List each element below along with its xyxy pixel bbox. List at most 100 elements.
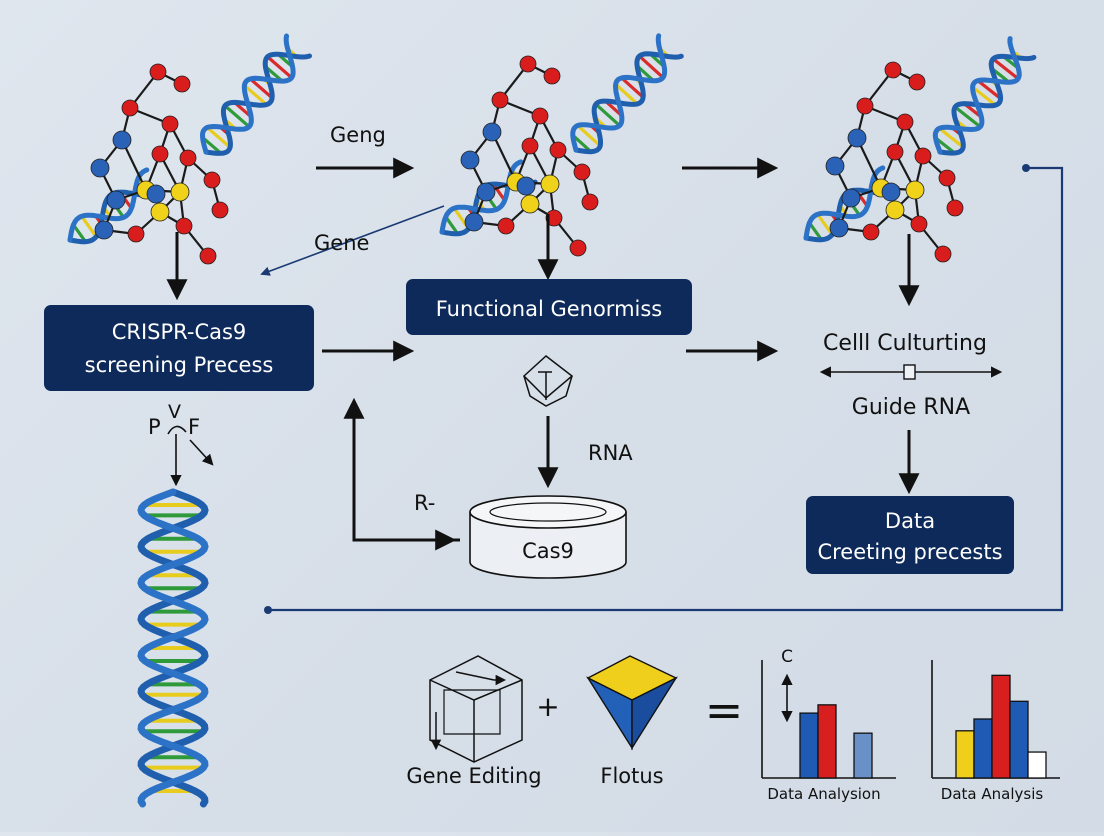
crispr-box-line2: screening Precess bbox=[85, 353, 274, 377]
double-arrow-slider bbox=[819, 364, 1003, 380]
pvf-v: V bbox=[168, 401, 181, 423]
dna-rung bbox=[954, 105, 982, 129]
molecule-atom bbox=[149, 63, 167, 81]
cas9-cylinder: Cas9 bbox=[469, 495, 627, 579]
label-flotus: Flotus bbox=[600, 764, 663, 788]
dna-rung bbox=[223, 104, 251, 128]
molecule-3 bbox=[825, 61, 964, 263]
molecule-atom bbox=[540, 174, 560, 194]
molecule-dna-cluster-right bbox=[803, 36, 1037, 263]
molecule-atom bbox=[910, 215, 928, 233]
dna-strand bbox=[137, 488, 209, 808]
molecule-atom bbox=[211, 201, 229, 219]
crispr-box-line1: CRISPR-Cas9 bbox=[112, 320, 247, 344]
molecule-dna-cluster-center bbox=[439, 33, 684, 257]
dna-rung bbox=[594, 102, 621, 127]
molecule-atom bbox=[146, 184, 166, 204]
molecule-atom bbox=[161, 115, 179, 133]
dna-helix-upper-3 bbox=[932, 36, 1037, 156]
molecule-atom bbox=[520, 194, 540, 214]
molecule-atom bbox=[112, 130, 132, 150]
molecule-atom bbox=[460, 150, 480, 170]
molecule-atom bbox=[825, 156, 845, 176]
molecule-atom bbox=[476, 182, 496, 202]
dna-strand bbox=[199, 33, 296, 155]
dna-helix-upper-2 bbox=[570, 33, 684, 155]
molecule-atom bbox=[482, 122, 502, 142]
label-guide-rna: Guide RNA bbox=[852, 395, 970, 420]
molecule-atom bbox=[497, 217, 515, 235]
dna-rung bbox=[72, 223, 87, 243]
molecule-atom bbox=[173, 75, 191, 93]
feedback-loop-line bbox=[268, 166, 1064, 612]
molecule-atom bbox=[531, 107, 549, 125]
dna-rung bbox=[80, 215, 98, 238]
dna-rung bbox=[206, 126, 232, 149]
pvf-glyph: P V F bbox=[148, 401, 214, 487]
dna-rung bbox=[816, 213, 834, 236]
dna-strand bbox=[932, 36, 1022, 155]
molecule-atom bbox=[886, 143, 904, 161]
dna-rung bbox=[934, 136, 956, 155]
dna-rung bbox=[992, 57, 1020, 80]
chart1-bar-3 bbox=[853, 732, 873, 779]
molecule-1 bbox=[90, 63, 229, 265]
data-box: Data Creeting precests bbox=[806, 496, 1014, 574]
dna-strand bbox=[803, 165, 886, 241]
molecule-atom bbox=[94, 220, 114, 240]
molecule-atom bbox=[516, 176, 536, 196]
molecule-atom bbox=[946, 199, 964, 217]
molecule-atom bbox=[543, 67, 561, 85]
dna-strand bbox=[137, 488, 209, 808]
arrow-gene-diagonal bbox=[260, 205, 445, 276]
dna-strand bbox=[570, 33, 668, 153]
dna-rung bbox=[808, 221, 823, 241]
molecule-atom bbox=[862, 223, 880, 241]
molecule-atom bbox=[464, 212, 484, 232]
flotus-gem-icon bbox=[586, 655, 678, 751]
label-gene-editing: Gene Editing bbox=[406, 764, 541, 788]
molecule-atom bbox=[203, 171, 221, 189]
dna-rung bbox=[638, 54, 665, 79]
cube-sketch-icon bbox=[522, 355, 574, 407]
functional-box: Functional Genormiss bbox=[406, 279, 692, 335]
arrow-feedback-up bbox=[343, 397, 460, 542]
gene-editing-cube-icon bbox=[429, 655, 523, 763]
molecule-atom bbox=[150, 202, 170, 222]
molecule-atom bbox=[199, 247, 217, 265]
molecule-atom bbox=[841, 188, 861, 208]
molecule-atom bbox=[151, 145, 169, 163]
chart2-bar-1 bbox=[955, 730, 975, 779]
chart2-bar-3 bbox=[991, 674, 1011, 779]
chart2-bar-4 bbox=[1009, 700, 1029, 779]
dna-rung bbox=[571, 134, 592, 153]
data-box-line1: Data bbox=[885, 509, 935, 533]
molecule-2 bbox=[460, 55, 599, 257]
molecule-atom bbox=[121, 99, 139, 117]
molecule-atom bbox=[491, 91, 509, 109]
dna-strand bbox=[573, 51, 684, 155]
pvf-p: P bbox=[148, 415, 161, 439]
molecule-atom bbox=[934, 245, 952, 263]
molecule-atom bbox=[519, 55, 537, 73]
molecule-atom bbox=[549, 141, 567, 159]
crispr-box: CRISPR-Cas9 screening Precess bbox=[44, 305, 314, 391]
chart1-xlabel: Data Analysion bbox=[767, 785, 880, 803]
equals-sign: = bbox=[705, 683, 744, 737]
molecule-atom bbox=[569, 239, 587, 257]
dna-rung bbox=[620, 76, 645, 99]
dna-strand bbox=[67, 167, 150, 243]
molecule-atom bbox=[521, 137, 539, 155]
dna-rung bbox=[976, 79, 1002, 100]
bar-chart-data-analysis: Data Analysis bbox=[931, 660, 1060, 803]
chart1-bar-2 bbox=[817, 704, 837, 779]
label-cell-culturing: Celll Culturting bbox=[823, 331, 987, 356]
molecule-atom bbox=[905, 180, 925, 200]
molecule-atom bbox=[896, 113, 914, 131]
dna-helix-upper-1 bbox=[199, 33, 312, 156]
dna-rung bbox=[614, 83, 639, 106]
label-rna: RNA bbox=[588, 441, 633, 465]
molecule-atom bbox=[938, 169, 956, 187]
